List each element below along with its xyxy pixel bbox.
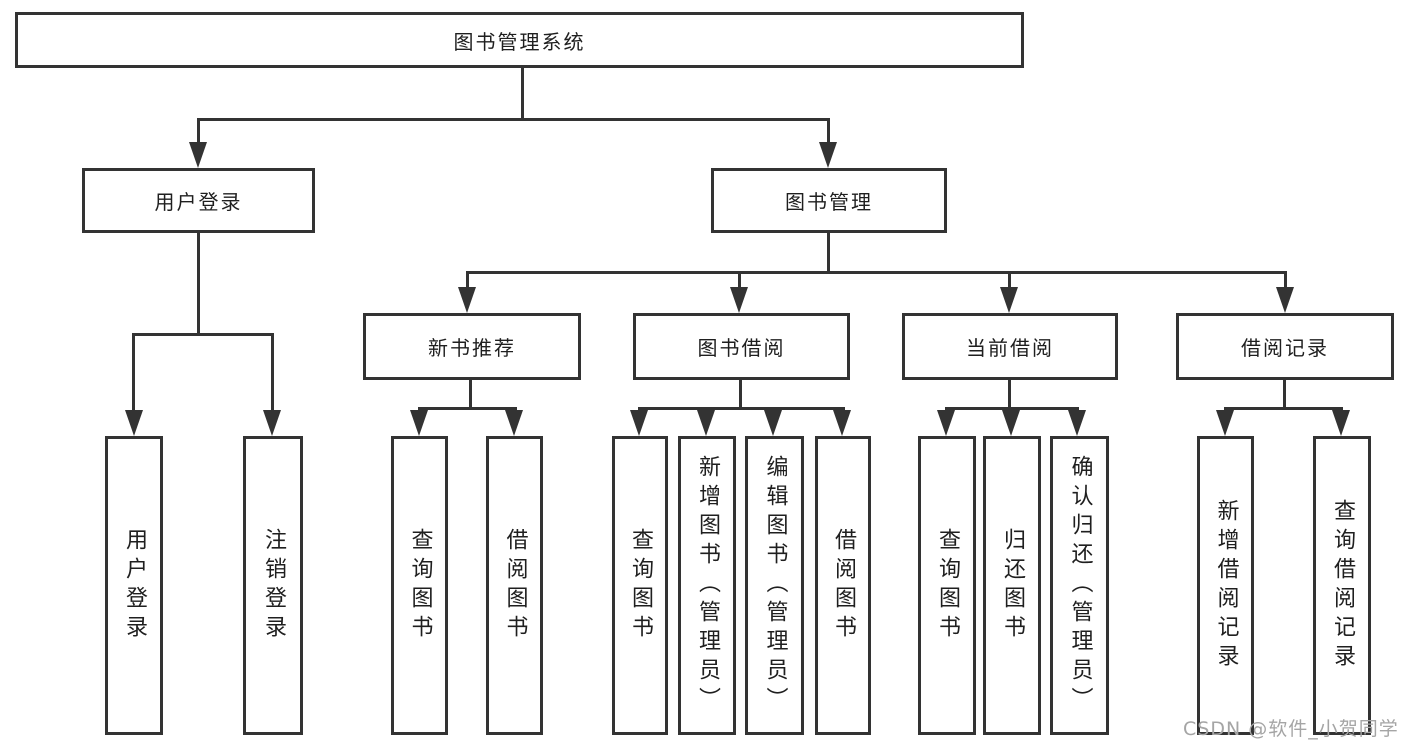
node-label: 归还图书	[1000, 527, 1025, 644]
connector-line	[1008, 271, 1011, 289]
arrowhead-down-icon	[1000, 287, 1018, 313]
connector-line	[271, 333, 274, 413]
leaf-confirm-return-admin: 确认归还（管理员）	[1050, 436, 1109, 735]
arrowhead-down-icon	[410, 410, 428, 436]
arrowhead-down-icon	[458, 287, 476, 313]
connector-line	[827, 233, 830, 274]
connector-line	[1284, 271, 1287, 289]
connector-line	[827, 118, 830, 148]
connector-line	[466, 271, 1287, 274]
node-label: 注销登录	[261, 527, 286, 644]
arrowhead-down-icon	[764, 410, 782, 436]
arrowhead-down-icon	[125, 410, 143, 436]
connector-line	[638, 407, 845, 410]
node-label: 图书借阅	[697, 336, 786, 360]
node-user-login: 用户登录	[82, 168, 315, 233]
connector-line	[132, 333, 274, 336]
connector-line	[1008, 380, 1011, 410]
node-label: 查询图书	[407, 527, 433, 644]
connector-line	[197, 118, 200, 148]
connector-line	[132, 333, 135, 413]
connector-line	[197, 118, 830, 121]
node-label: 查询图书	[628, 527, 653, 644]
node-root-system: 图书管理系统	[15, 12, 1024, 68]
connector-line	[521, 68, 524, 120]
node-label: 图书管理	[785, 190, 873, 214]
connector-line	[466, 271, 469, 289]
connector-line	[418, 407, 517, 410]
node-borrowing-records: 借阅记录	[1176, 313, 1394, 380]
arrowhead-down-icon	[937, 410, 955, 436]
leaf-query-books-2: 查询图书	[612, 436, 668, 735]
node-label: 借阅图书	[502, 527, 528, 644]
node-label: 图书管理系统	[453, 29, 586, 54]
arrowhead-down-icon	[1002, 410, 1020, 436]
connector-line	[1283, 380, 1286, 410]
connector-line	[469, 380, 472, 410]
node-label: 新书推荐	[428, 336, 516, 360]
leaf-user-login: 用户登录	[105, 436, 163, 735]
node-label: 用户登录	[154, 190, 243, 214]
leaf-query-borrow-record: 查询借阅记录	[1313, 436, 1371, 735]
arrowhead-down-icon	[505, 410, 523, 436]
arrowhead-down-icon	[263, 410, 281, 436]
arrowhead-down-icon	[189, 142, 207, 168]
node-label: 确认归还（管理员）	[1067, 455, 1093, 716]
csdn-watermark: CSDN @软件_小贺同学	[1183, 718, 1399, 740]
arrowhead-down-icon	[630, 410, 648, 436]
node-label: 用户登录	[122, 527, 147, 644]
node-label: 查询图书	[935, 527, 960, 644]
node-current-borrowing: 当前借阅	[902, 313, 1118, 380]
arrowhead-down-icon	[1276, 287, 1294, 313]
node-book-borrowing: 图书借阅	[633, 313, 850, 380]
arrowhead-down-icon	[819, 142, 837, 168]
arrowhead-down-icon	[730, 287, 748, 313]
leaf-logout: 注销登录	[243, 436, 303, 735]
leaf-borrow-books-2: 借阅图书	[815, 436, 871, 735]
node-book-management: 图书管理	[711, 168, 947, 233]
leaf-return-book: 归还图书	[983, 436, 1041, 735]
node-label: 当前借阅	[966, 336, 1054, 360]
connector-line	[739, 380, 742, 410]
node-label: 借阅图书	[831, 527, 856, 644]
leaf-query-books-1: 查询图书	[391, 436, 448, 735]
arrowhead-down-icon	[1068, 410, 1086, 436]
node-new-book-recommendation: 新书推荐	[363, 313, 581, 380]
leaf-add-borrow-record: 新增借阅记录	[1197, 436, 1254, 735]
node-label: 新增借阅记录	[1213, 498, 1239, 673]
leaf-edit-book-admin: 编辑图书（管理员）	[745, 436, 804, 735]
node-label: 查询借阅记录	[1330, 498, 1355, 673]
arrowhead-down-icon	[1332, 410, 1350, 436]
node-label: 新增图书（管理员）	[695, 455, 720, 716]
node-label: 编辑图书（管理员）	[762, 455, 788, 716]
connector-line	[738, 271, 741, 289]
leaf-borrow-books-1: 借阅图书	[486, 436, 543, 735]
leaf-add-book-admin: 新增图书（管理员）	[678, 436, 736, 735]
leaf-query-books-3: 查询图书	[918, 436, 976, 735]
arrowhead-down-icon	[697, 410, 715, 436]
node-label: 借阅记录	[1241, 336, 1329, 360]
arrowhead-down-icon	[833, 410, 851, 436]
connector-line	[1224, 407, 1343, 410]
connector-line	[197, 233, 200, 335]
arrowhead-down-icon	[1216, 410, 1234, 436]
